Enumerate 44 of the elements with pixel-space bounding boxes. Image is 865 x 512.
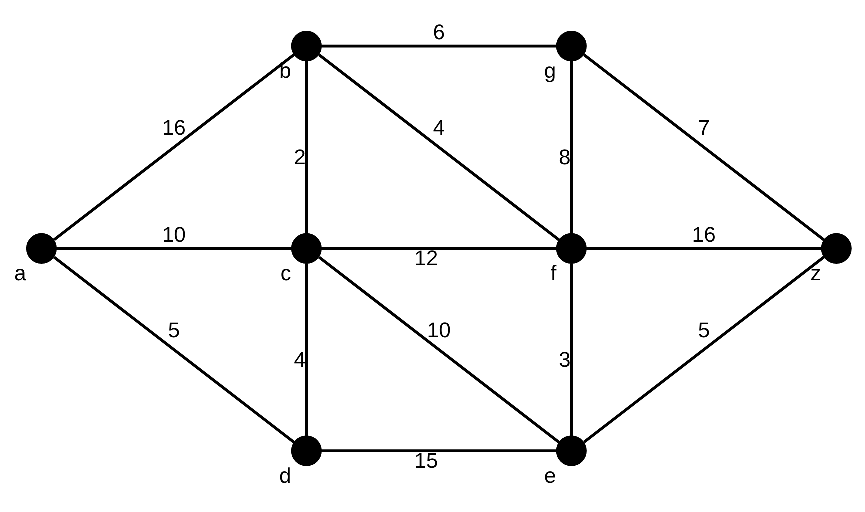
node-circle: [291, 436, 322, 466]
connector: [305, 61, 308, 234]
node-circle: [556, 436, 587, 466]
connector: [321, 247, 557, 250]
node-label: g: [544, 58, 556, 83]
connector: [570, 61, 574, 234]
edge-label: 12: [414, 246, 438, 271]
node-circle: [291, 233, 322, 264]
connector: [318, 256, 560, 444]
connector: [583, 54, 826, 242]
connector: [321, 450, 557, 453]
edge-label: 6: [433, 20, 446, 44]
node-circle: [556, 233, 587, 264]
edge-label: 4: [433, 116, 446, 140]
node-label: z: [810, 261, 822, 286]
connector: [570, 264, 574, 436]
connector: [583, 256, 826, 444]
node-circle: [26, 233, 58, 264]
node-circle: [556, 30, 587, 62]
node-label: d: [279, 464, 292, 488]
connector: [305, 264, 308, 436]
edge-label: 7: [698, 116, 710, 140]
edge-label: 10: [162, 222, 186, 247]
node-label: e: [544, 464, 556, 488]
edge-label: 15: [414, 449, 438, 474]
node-circle: [291, 30, 322, 62]
node-label: a: [14, 261, 26, 286]
edge-label: 2: [294, 146, 306, 170]
connector: [321, 44, 557, 48]
connector: [586, 247, 822, 250]
connector: [53, 256, 296, 444]
edge-label: 5: [698, 318, 710, 343]
node-label: c: [280, 261, 292, 286]
edge-label: 8: [559, 146, 571, 170]
connector: [56, 247, 292, 250]
edge-label: 16: [162, 116, 186, 140]
node-circle: [821, 233, 852, 264]
edge-label: 16: [692, 222, 716, 247]
edge-label: 3: [559, 348, 571, 372]
node-label: f: [550, 261, 557, 286]
edge-label: 5: [168, 318, 180, 343]
edge-label: 10: [427, 318, 452, 343]
connector: [53, 54, 296, 242]
connector: [318, 54, 560, 242]
